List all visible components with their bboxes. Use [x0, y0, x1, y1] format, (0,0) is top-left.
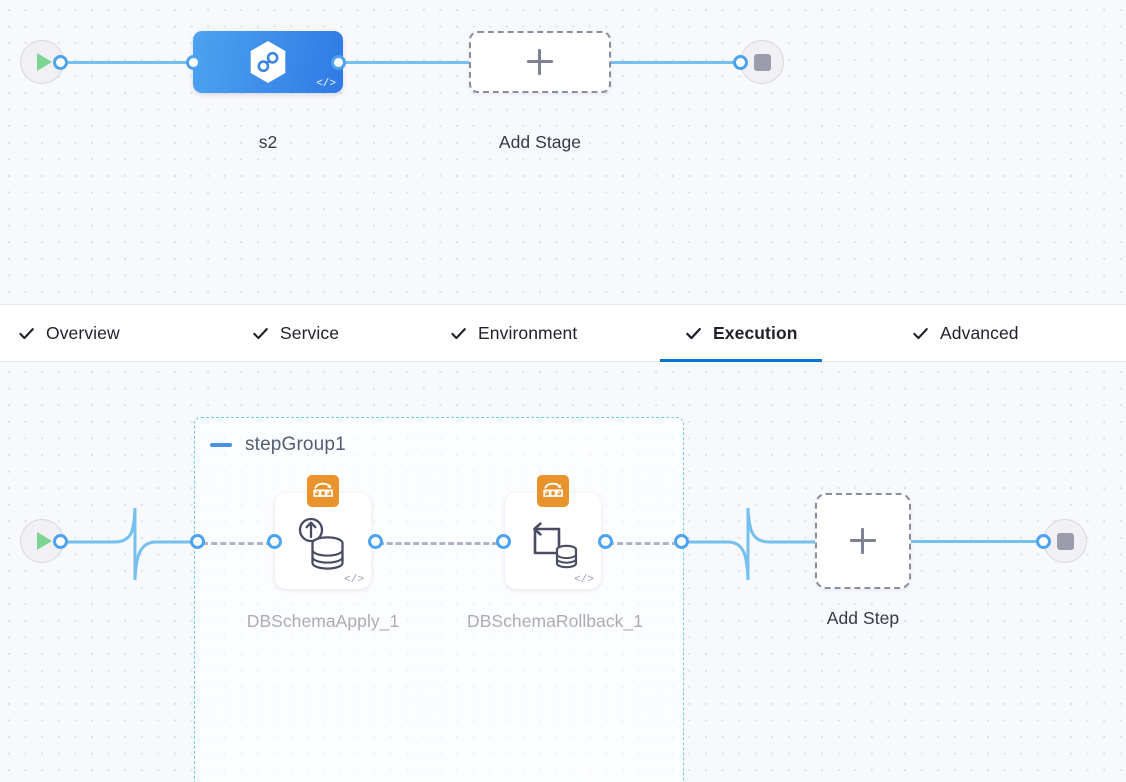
db-migration-badge-icon	[307, 475, 339, 507]
add-step-label: Add Step	[826, 608, 900, 628]
link-step1-to-step2	[378, 542, 498, 545]
execution-start-port[interactable]	[53, 534, 68, 549]
stage-end-node[interactable]	[740, 40, 784, 84]
check-icon	[686, 327, 701, 339]
link-start-to-stepgroup	[60, 507, 200, 581]
tab-advanced-label: Advanced	[940, 322, 1019, 343]
stop-icon	[753, 53, 771, 71]
link-step2-to-stepgroup-out	[608, 542, 678, 545]
stage-node-label: s2	[258, 132, 278, 152]
link-start-to-stage	[63, 61, 200, 64]
add-stage-label: Add Stage	[498, 132, 582, 152]
harness-cd-hexagon-icon	[250, 41, 286, 83]
step2-out-port[interactable]	[598, 534, 613, 549]
stage-end-port[interactable]	[733, 55, 748, 70]
step1-code-mark[interactable]: </>	[344, 574, 364, 586]
tab-environment[interactable]: Environment	[449, 305, 577, 361]
execution-end-port[interactable]	[1036, 534, 1051, 549]
stage-start-port[interactable]	[53, 55, 68, 70]
minus-icon[interactable]	[210, 443, 232, 447]
tab-execution[interactable]: Execution	[660, 305, 821, 362]
stage-node-s2[interactable]: </>	[193, 31, 343, 93]
check-icon	[913, 327, 928, 339]
link-stepgroup-to-addstep	[684, 507, 816, 581]
link-addstep-to-end	[911, 540, 1045, 543]
tab-service-label: Service	[280, 322, 340, 343]
step-group-container[interactable]	[194, 417, 684, 782]
step-node-dbschemarollback[interactable]: </>	[505, 475, 601, 589]
step-group-title: stepGroup1	[245, 434, 346, 455]
step2-code-mark[interactable]: </>	[574, 574, 594, 586]
stage-node-in-port[interactable]	[186, 55, 201, 70]
step1-in-port[interactable]	[267, 534, 282, 549]
db-migration-badge-icon	[537, 475, 569, 507]
tab-execution-label: Execution	[713, 322, 798, 343]
tab-overview-label: Overview	[46, 322, 120, 343]
tab-advanced[interactable]: Advanced	[911, 305, 1019, 361]
tab-overview[interactable]: Overview	[17, 305, 120, 361]
check-icon	[451, 327, 466, 339]
stage-config-tabs: Overview Service Environment Execution A	[0, 304, 1126, 362]
link-stage-to-addstage	[341, 61, 471, 64]
tab-service[interactable]: Service	[251, 305, 339, 361]
stage-canvas[interactable]: </> s2 Add Stage	[0, 0, 1126, 304]
stage-node-out-port[interactable]	[331, 55, 346, 70]
stepgroup-out-port[interactable]	[674, 534, 689, 549]
step2-in-port[interactable]	[496, 534, 511, 549]
add-stage-button[interactable]	[469, 31, 611, 93]
add-step-button[interactable]	[815, 493, 911, 589]
stop-icon	[1056, 532, 1074, 550]
plus-icon	[527, 49, 553, 75]
stepgroup-in-port[interactable]	[190, 534, 205, 549]
database-rollback-arrow-icon	[505, 499, 601, 589]
tab-environment-label: Environment	[478, 322, 578, 343]
database-apply-up-arrow-icon	[275, 499, 371, 589]
step-group-header[interactable]: stepGroup1	[210, 434, 346, 456]
link-stepgroup-to-step1	[202, 542, 272, 545]
plus-icon	[850, 528, 876, 554]
play-icon	[36, 532, 52, 550]
link-addstage-to-end	[609, 61, 747, 64]
check-icon	[19, 327, 34, 339]
stage-code-mark[interactable]: </>	[316, 78, 336, 90]
step1-out-port[interactable]	[368, 534, 383, 549]
check-icon	[253, 327, 268, 339]
play-icon	[36, 53, 52, 71]
execution-canvas[interactable]: stepGroup1	[0, 362, 1126, 782]
step-node-dbschemaapply[interactable]: </>	[275, 475, 371, 589]
